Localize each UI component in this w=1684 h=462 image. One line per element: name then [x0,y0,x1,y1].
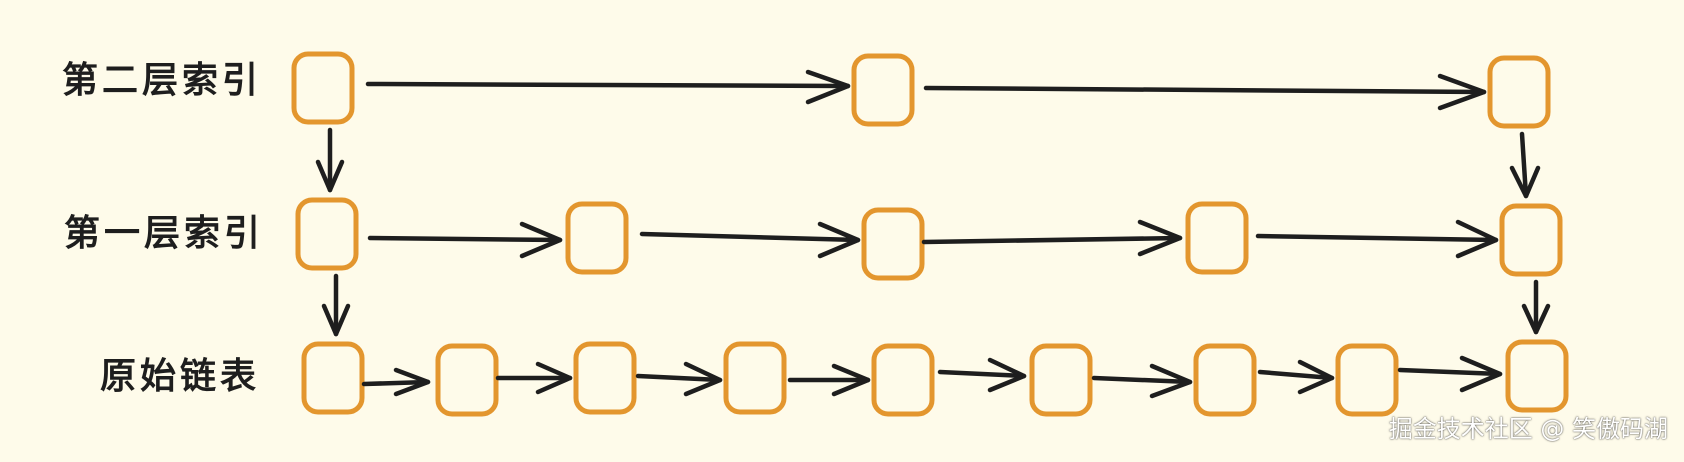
base-node [871,343,935,417]
base-arrow [1091,363,1193,399]
level1-arrow [921,219,1183,257]
level1-node [1499,203,1563,277]
original-list-label: 原始链表 [100,356,261,397]
base-node [435,343,499,417]
level2-node [291,51,355,125]
down-arrow [315,127,345,193]
level1-arrow [1255,219,1499,259]
level2-arrow [365,69,851,105]
level1-node [295,197,359,271]
base-arrow [787,363,871,397]
down-arrow [321,273,351,337]
level1-node [1185,201,1249,275]
base-node [723,341,787,415]
level1-arrow [367,221,563,259]
level2-node [1487,55,1551,129]
down-arrow [1509,131,1541,199]
base-arrow [937,357,1027,393]
level2-index-label: 第二层索引 [62,60,263,101]
level1-node [861,207,925,281]
down-arrow [1521,279,1551,335]
base-node [1193,343,1257,417]
level1-index-label: 第一层索引 [64,213,265,254]
base-arrow [495,361,573,395]
base-node [301,341,365,415]
level2-arrow [923,73,1487,111]
base-arrow [635,361,723,397]
base-arrow [361,367,431,397]
base-node [1505,339,1569,413]
level2-node [851,53,915,127]
base-node [1029,343,1093,417]
watermark: 掘金技术社区 @ 笑傲码湖 [1388,415,1668,443]
base-node [573,341,637,415]
level1-node [565,201,629,275]
base-arrow [1397,355,1503,393]
base-node [1335,343,1399,417]
base-arrow [1257,359,1335,395]
level1-arrow [639,221,861,259]
